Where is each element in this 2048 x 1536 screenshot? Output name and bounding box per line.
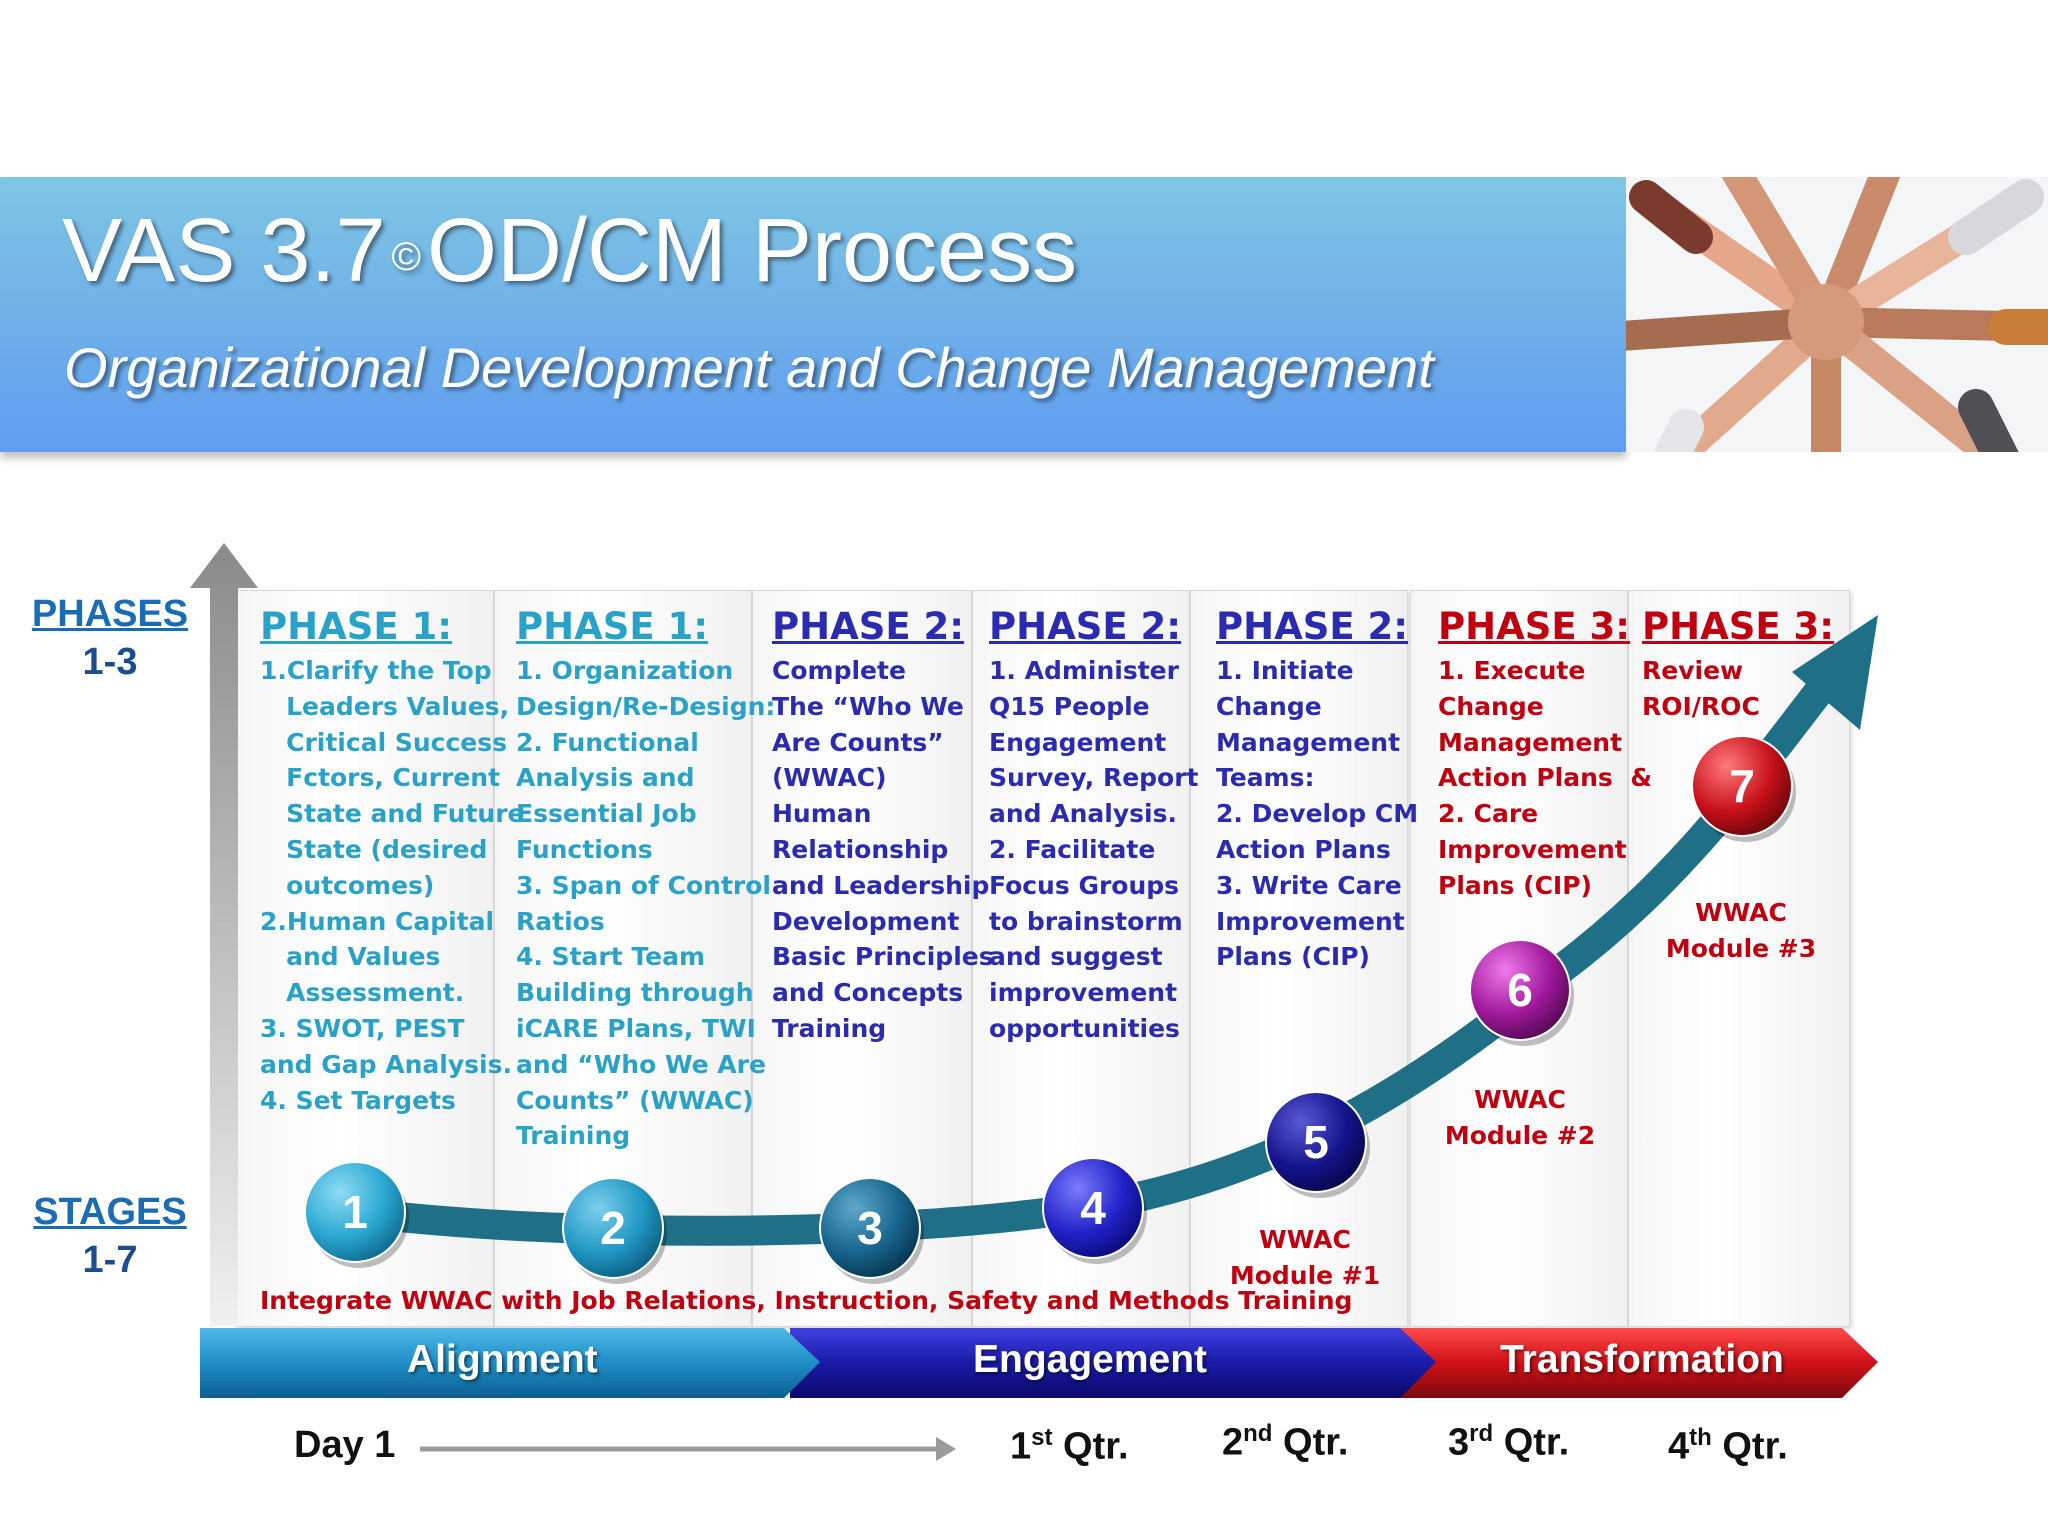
integrate-note: Integrate WWAC with Job Relations, Instr… <box>260 1286 1353 1315</box>
phase-heading-6: PHASE 3: <box>1438 605 1631 648</box>
title-rest: OD/CM Process <box>427 201 1078 301</box>
q4-suffix: th <box>1689 1424 1712 1451</box>
phase-body-6: 1. Execute Change Management Action Plan… <box>1438 656 1653 900</box>
copyright-mark: © <box>391 234 422 279</box>
phases-range: 1-3 <box>82 641 138 683</box>
header-banner <box>0 177 1626 452</box>
phase-heading-4: PHASE 2: <box>989 605 1182 648</box>
q1-label: Qtr. <box>1052 1425 1129 1468</box>
phases-label: PHASES <box>31 593 189 635</box>
q3-suffix: rd <box>1469 1420 1494 1447</box>
page-subtitle: Organizational Development and Change Ma… <box>64 336 1434 399</box>
teamwork-hands-photo <box>1626 177 2048 452</box>
timeline-day1: Day 1 <box>294 1424 396 1466</box>
timeline-q1: 1st Qtr. <box>1010 1424 1129 1469</box>
band-alignment: Alignment <box>407 1338 598 1381</box>
timeline-q4: 4th Qtr. <box>1668 1424 1788 1469</box>
band-engagement: Engagement <box>973 1338 1208 1381</box>
timeline-q2: 2nd Qtr. <box>1222 1420 1349 1465</box>
q3-label: Qtr. <box>1493 1421 1570 1464</box>
module-label-3: WWAC Module #3 <box>1665 898 1817 963</box>
q3-number: 3 <box>1448 1421 1470 1464</box>
phase-heading-5: PHASE 2: <box>1216 605 1409 648</box>
module-label-1: WWAC Module #1 <box>1229 1225 1381 1290</box>
band-transformation: Transformation <box>1500 1338 1784 1381</box>
q1-number: 1 <box>1010 1425 1032 1468</box>
phase-body-7: Review ROI/ROC <box>1642 656 1760 721</box>
phase-body-5: 1. Initiate Change Management Teams: 2. … <box>1216 656 1419 972</box>
phases-axis-label: PHASES 1-3 <box>20 590 200 686</box>
phase-heading-1: PHASE 1: <box>260 605 453 648</box>
q1-suffix: st <box>1031 1424 1053 1451</box>
q2-number: 2 <box>1222 1421 1244 1464</box>
q2-label: Qtr. <box>1272 1421 1349 1464</box>
title-main: VAS 3.7 <box>62 201 386 301</box>
page-title: VAS 3.7©OD/CM Process <box>62 200 1077 303</box>
phase-body-2: 1. Organization Design/Re-Design: 2. Fun… <box>516 656 776 1151</box>
phase-heading-7: PHASE 3: <box>1642 605 1835 648</box>
q4-number: 4 <box>1668 1425 1690 1468</box>
module-label-2: WWAC Module #2 <box>1444 1085 1596 1150</box>
stages-range: 1-7 <box>82 1239 138 1281</box>
stages-axis-label: STAGES 1-7 <box>20 1188 200 1284</box>
timeline-q3: 3rd Qtr. <box>1448 1420 1569 1465</box>
phase-body-4: 1. Administer Q15 People Engagement Surv… <box>989 656 1199 1043</box>
phase-heading-2: PHASE 1: <box>516 605 709 648</box>
phase-body-1: 1.Clarify the Top Leaders Values, Critic… <box>260 656 525 1115</box>
phase-body-3: Complete The “Who We Are Counts” (WWAC) … <box>772 656 994 1043</box>
q2-suffix: nd <box>1243 1420 1273 1447</box>
stages-label: STAGES <box>33 1191 187 1233</box>
phase-heading-3: PHASE 2: <box>772 605 965 648</box>
q4-label: Qtr. <box>1711 1425 1788 1468</box>
